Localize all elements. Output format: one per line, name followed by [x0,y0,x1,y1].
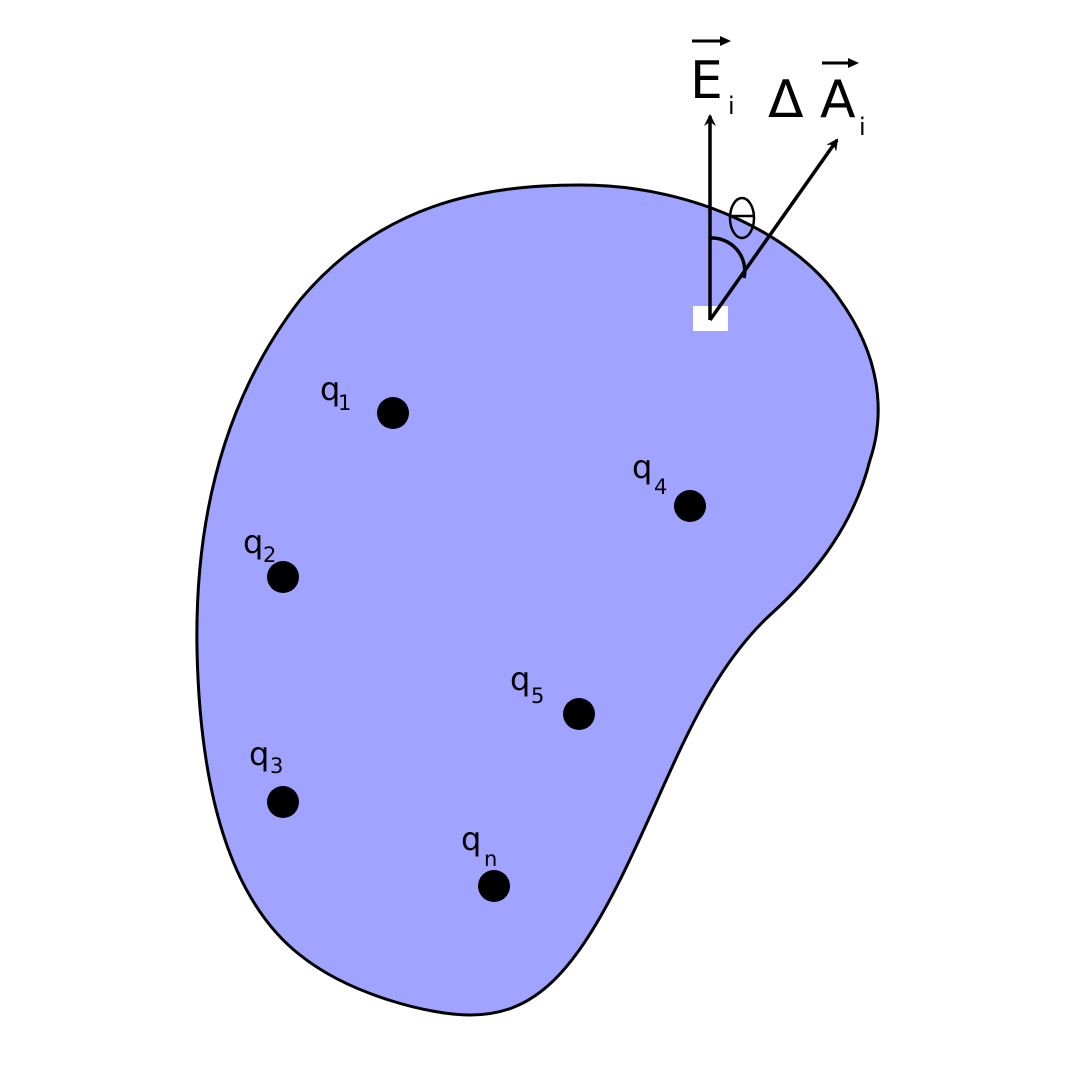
vector-overarrow-head [848,58,859,68]
charge-label: q [461,820,481,858]
charge-subscript: 2 [263,543,276,567]
charge-dot [267,786,299,818]
area-vector-subscript: i [859,113,866,141]
charge-label: q [320,370,340,408]
charge-dot [478,870,510,902]
charge-label: q [243,523,263,561]
field-vector-label: E i [690,36,735,120]
charge-label: q [632,448,652,486]
charge-subscript: 3 [270,754,283,778]
area-vector-arrow [708,138,839,322]
area-vector-label: Δ A i [768,58,866,141]
charge-q5: q 5 [510,660,595,730]
charge-subscript: 4 [654,475,667,499]
theta-symbol [728,196,756,240]
charge-dot [563,698,595,730]
field-vector-subscript: i [728,92,735,120]
charge-subscript: n [484,847,497,871]
charge-label: q [510,660,530,698]
charge-dot [267,561,299,593]
closed-surface [195,183,880,1017]
angle-arc [709,236,747,279]
area-vector-prefix: Δ [768,70,804,130]
field-vector-symbol: E [690,51,723,111]
charge-label: q [249,735,269,773]
charge-q3: q 3 [249,735,299,818]
vector-overarrow-head [720,36,731,46]
charge-q1: q 1 [320,370,409,429]
charge-subscript: 5 [531,684,544,708]
charge-subscript: 1 [338,391,351,415]
charge-qn: q n [461,820,510,902]
area-vector-symbol: A [820,70,856,130]
charge-q4: q 4 [632,448,706,522]
charge-q2: q 2 [243,523,299,593]
charge-dot [674,490,706,522]
charge-dot [377,397,409,429]
